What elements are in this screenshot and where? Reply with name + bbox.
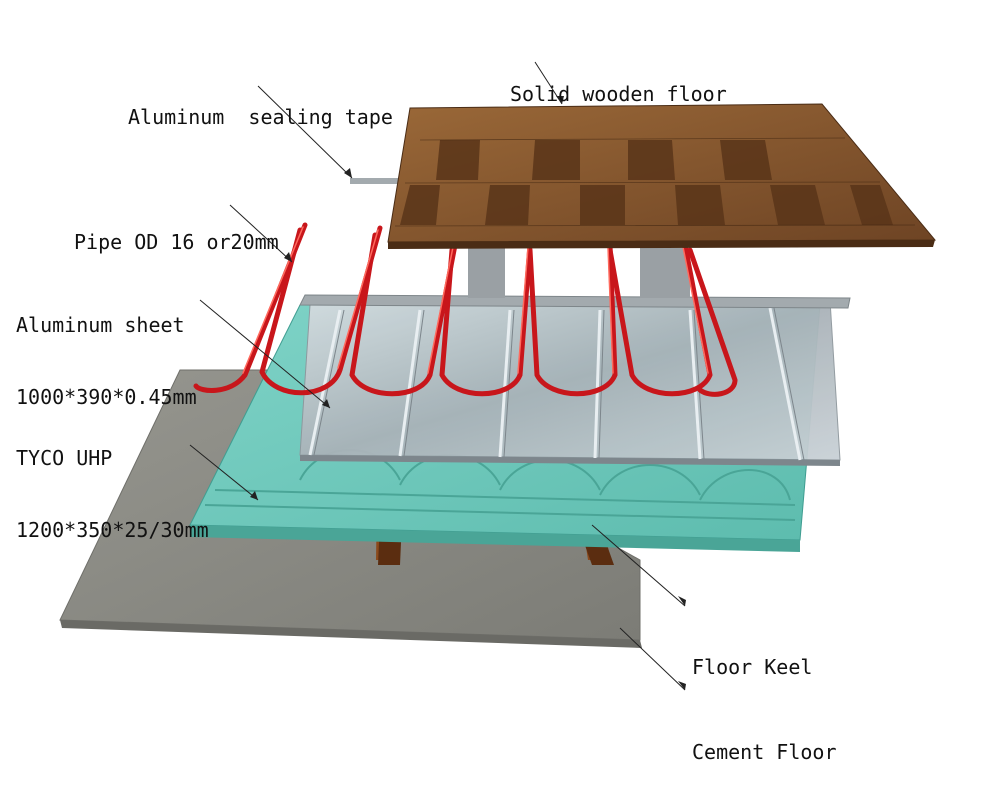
label-aluminum-sealing-tape: Aluminum sealing tape <box>128 57 393 153</box>
label-floor-keel: Floor Keel <box>692 607 812 703</box>
label-tyco-uhp-size: 1200*350*25/30mm <box>16 518 209 542</box>
label-tyco-uhp: TYCO UHP 1200*350*25/30mm <box>16 398 209 566</box>
heating-pipe-highlight <box>242 226 709 374</box>
parquet-tiles <box>400 140 893 225</box>
leader-tyco-uhp <box>189 444 259 501</box>
label-aluminum-sheet-size: 1000*390*0.45mm <box>16 385 197 409</box>
leader-lines <box>189 61 686 691</box>
label-pipe-text: Pipe OD 16 or20mm <box>74 230 279 254</box>
leader-aluminum-sheet <box>199 299 331 409</box>
floor-heating-diagram <box>59 61 937 691</box>
solid-wooden-floor-layer <box>387 103 937 249</box>
label-aluminum-sealing-tape-text: Aluminum sealing tape <box>128 105 393 129</box>
leader-floor-keel <box>591 524 686 607</box>
label-solid-wooden-floor-text: Solid wooden floor <box>510 82 727 106</box>
leader-aluminum-sealing-tape <box>257 85 353 179</box>
label-floor-keel-text: Floor Keel <box>692 655 813 679</box>
label-aluminum-sheet-name: Aluminum sheet <box>16 313 185 337</box>
leader-arrowheads <box>250 96 686 690</box>
leader-cement-floor <box>619 627 686 691</box>
label-cement-floor: Cement Floor <box>692 692 837 788</box>
aluminum-sheet-layer <box>299 299 841 466</box>
aluminum-sealing-tape-layer <box>299 178 851 309</box>
label-solid-wooden-floor: Solid wooden floor <box>510 34 727 130</box>
label-pipe: Pipe OD 16 or20mm <box>74 182 279 278</box>
label-cement-floor-text: Cement Floor <box>692 740 837 764</box>
heating-pipe <box>193 222 738 397</box>
label-aluminum-sheet: Aluminum sheet 1000*390*0.45mm <box>16 265 197 433</box>
leader-pipe <box>229 204 293 263</box>
label-tyco-uhp-name: TYCO UHP <box>16 446 113 470</box>
